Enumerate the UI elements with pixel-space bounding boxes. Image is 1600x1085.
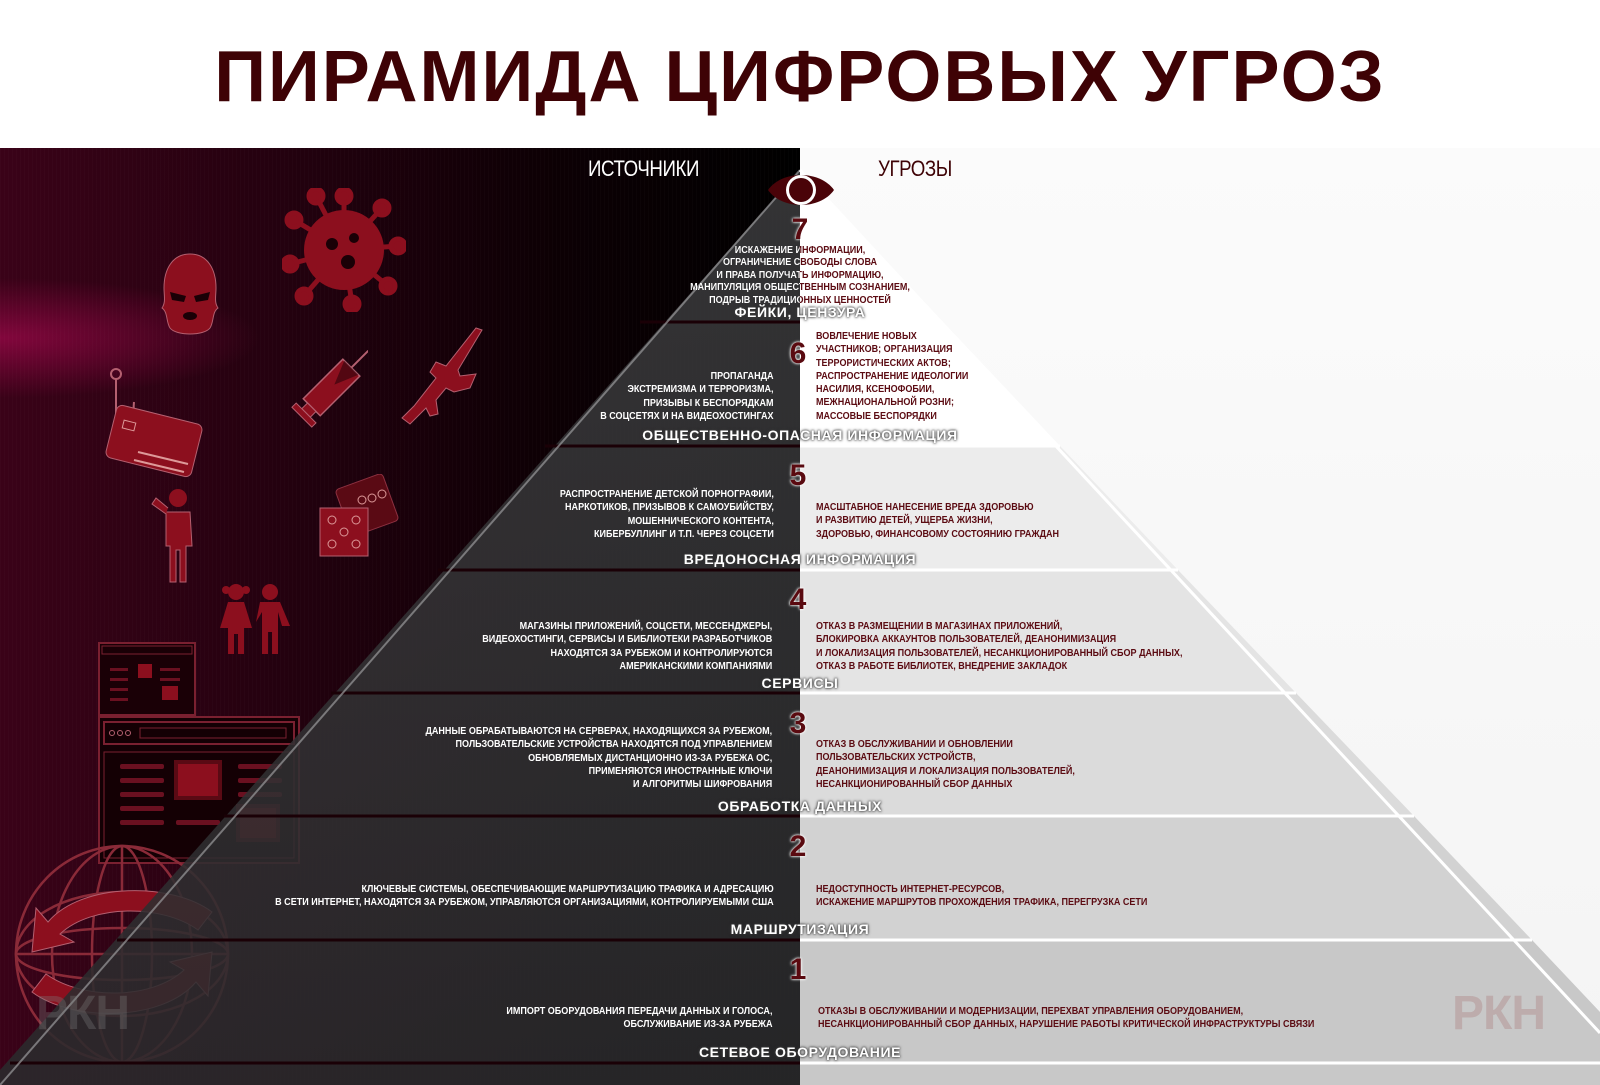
source-line: ВИДЕОХОСТИНГИ, СЕРВИСЫ И БИБЛИОТЕКИ РАЗР… (481, 633, 772, 646)
level-1-sources: ИМПОРТ ОБОРУДОВАНИЯ ПЕРЕДАЧИ ДАННЫХ И ГО… (506, 1005, 772, 1032)
rifle-icon (401, 327, 483, 425)
threat-line: ПОЛЬЗОВАТЕЛЬСКИХ УСТРОЙСТВ, (816, 751, 976, 764)
level-2-label: МАРШРУТИЗАЦИЯ (730, 921, 870, 937)
source-line: ПРОПАГАНДА (711, 370, 774, 382)
threat-line: ТЕРРОРИСТИЧЕСКИХ АКТОВ; (816, 356, 951, 369)
threat-line: ИСКАЖЕНИЕ МАРШРУТОВ ПРОХОЖДЕНИЯ ТРАФИКА,… (816, 896, 1148, 909)
source-line: В СЕТИ ИНТЕРНЕТ, НАХОДЯТСЯ ЗА РУБЕЖОМ, У… (275, 896, 774, 909)
level-6-threats: ВОВЛЕЧЕНИЕ НОВЫХ УЧАСТНИКОВ; ОРГАНИЗАЦИЯ… (816, 330, 968, 423)
threat-line: ОТКАЗ В РАБОТЕ БИБЛИОТЕК, ВНЕДРЕНИЕ ЗАКЛ… (816, 659, 1068, 672)
source-line: В СОЦСЕТЯХ И НА ВИДЕОХОСТИНГАХ (600, 409, 774, 422)
level-2-threats: НЕДОСТУПНОСТЬ ИНТЕРНЕТ-РЕСУРСОВ, ИСКАЖЕН… (816, 883, 1147, 910)
level-1-label: СЕТЕВОЕ ОБОРУДОВАНИЕ (698, 1044, 902, 1060)
source-line: МОШЕННИЧЕСКОГО КОНТЕНТА, (627, 514, 774, 527)
level-6-label: ОБЩЕСТВЕННО-ОПАСНАЯ ИНФОРМАЦИЯ (642, 427, 958, 443)
source-line: КЛЮЧЕВЫЕ СИСТЕМЫ, ОБЕСПЕЧИВАЮЩИЕ МАРШРУТ… (361, 883, 774, 895)
level-1-threats: ОТКАЗЫ В ОБСЛУЖИВАНИИ И МОДЕРНИЗАЦИИ, ПЕ… (818, 1005, 1314, 1032)
level-7-line: ПОДРЫВ ТРАДИЦИОННЫХ ЦЕННОСТЕЙ (662, 294, 937, 306)
level-4-label: СЕРВИСЫ (761, 675, 839, 691)
level-7-line: МАНИПУЛЯЦИЯ ОБЩЕСТВЕННЫМ СОЗНАНИЕМ, (662, 281, 937, 293)
threat-line: МАСШТАБНОЕ НАНЕСЕНИЕ ВРЕДА ЗДОРОВЬЮ (816, 501, 1034, 513)
threat-line: НАСИЛИЯ, КСЕНОФОБИИ, (816, 383, 935, 396)
threat-line: НЕДОСТУПНОСТЬ ИНТЕРНЕТ-РЕСУРСОВ, (816, 883, 1005, 895)
source-line: КИБЕРБУЛЛИНГ И Т.П. ЧЕРЕЗ СОЦСЕТИ (594, 527, 774, 540)
level-5-label: ВРЕДОНОСНАЯ ИНФОРМАЦИЯ (683, 551, 917, 567)
threat-line: И РАЗВИТИЮ ДЕТЕЙ, УЩЕРБА ЖИЗНИ, (816, 514, 993, 527)
level-1-number: 1 (789, 953, 807, 986)
level-3-label: ОБРАБОТКА ДАННЫХ (717, 798, 883, 814)
threat-line: МЕЖНАЦИОНАЛЬНОЙ РОЗНИ; (816, 396, 954, 409)
source-line: И АЛГОРИТМЫ ШИФРОВАНИЯ (632, 778, 772, 791)
browser-window-small-icon (98, 642, 196, 716)
level-7-text: ИСКАЖЕНИЕ ИНФОРМАЦИИ, ОГРАНИЧЕНИЕ СВОБОД… (640, 244, 960, 306)
level-3-threats: ОТКАЗ В ОБСЛУЖИВАНИИ И ОБНОВЛЕНИИ ПОЛЬЗО… (816, 738, 1075, 791)
level-7-line: И ПРАВА ПОЛУЧАТЬ ИНФОРМАЦИЮ, (662, 269, 937, 281)
level-4-number: 4 (789, 583, 807, 616)
source-line: ПОЛЬЗОВАТЕЛЬСКИЕ УСТРОЙСТВА НАХОДЯТСЯ ПО… (455, 738, 772, 751)
level-2-sources: КЛЮЧЕВЫЕ СИСТЕМЫ, ОБЕСПЕЧИВАЮЩИЕ МАРШРУТ… (275, 883, 774, 910)
source-line: НАХОДЯТСЯ ЗА РУБЕЖОМ И КОНТРОЛИРУЮТСЯ (550, 646, 772, 659)
source-line: ИМПОРТ ОБОРУДОВАНИЯ ПЕРЕДАЧИ ДАННЫХ И ГО… (505, 1005, 772, 1017)
pyramid (0, 168, 1600, 1085)
level-5-threats: МАСШТАБНОЕ НАНЕСЕНИЕ ВРЕДА ЗДОРОВЬЮ И РА… (816, 501, 1059, 541)
threat-line: УЧАСТНИКОВ; ОРГАНИЗАЦИЯ (816, 343, 953, 356)
source-line: ОБСЛУЖИВАНИЕ ИЗ-ЗА РУБЕЖА (623, 1018, 772, 1031)
level-7-line: ОГРАНИЧЕНИЕ СВОБОДЫ СЛОВА (662, 256, 937, 268)
eye-icon (768, 175, 834, 205)
watermark-left: РКН (36, 987, 130, 1040)
threat-line: НЕСАНКЦИОНИРОВАННЫЙ СБОР ДАННЫХ (816, 777, 1013, 790)
phishing-card-icon (105, 368, 203, 478)
threat-line: ОТКАЗ В РАЗМЕЩЕНИИ В МАГАЗИНАХ ПРИЛОЖЕНИ… (816, 620, 1063, 632)
threat-line: ВОВЛЕЧЕНИЕ НОВЫХ (816, 330, 917, 342)
source-line: ДАННЫЕ ОБРАБАТЫВАЮТСЯ НА СЕРВЕРАХ, НАХОД… (425, 725, 772, 737)
source-line: ПРИЗЫВЫ К БЕСПОРЯДКАМ (643, 396, 774, 409)
level-4-sources: МАГАЗИНЫ ПРИЛОЖЕНИЙ, СОЦСЕТИ, МЕССЕНДЖЕР… (482, 620, 772, 673)
level-5-sources: РАСПРОСТРАНЕНИЕ ДЕТСКОЙ ПОРНОГРАФИИ, НАР… (560, 488, 774, 541)
page-title: ПИРАМИДА ЦИФРОВЫХ УГРОЗ (214, 37, 1386, 117)
level-6-number: 6 (789, 337, 807, 370)
threat-line: ДЕАНОНИМИЗАЦИЯ И ЛОКАЛИЗАЦИЯ ПОЛЬЗОВАТЕЛ… (816, 764, 1075, 777)
level-7-label: ФЕЙКИ, ЦЕНЗУРА (734, 304, 866, 320)
person-icon (151, 489, 193, 583)
sources-column-header: ИСТОЧНИКИ (588, 156, 699, 181)
level-6-sources: ПРОПАГАНДА ЭКСТРЕМИЗМА И ТЕРРОРИЗМА, ПРИ… (601, 370, 774, 423)
level-5-number: 5 (789, 459, 807, 492)
source-line: АМЕРИКАНСКИМИ КОМПАНИЯМИ (619, 659, 772, 672)
source-line: ЭКСТРЕМИЗМА И ТЕРРОРИЗМА, (627, 383, 774, 396)
balaclava-icon (161, 253, 219, 335)
header: ПИРАМИДА ЦИФРОВЫХ УГРОЗ (0, 0, 1600, 148)
level-2-number: 2 (789, 830, 807, 863)
watermark-right: РКН (1452, 987, 1546, 1040)
level-7-line: ИСКАЖЕНИЕ ИНФОРМАЦИИ, (662, 244, 937, 256)
threat-line: НЕСАНКЦИОНИРОВАННЫЙ СБОР ДАННЫХ, НАРУШЕН… (818, 1018, 1315, 1031)
children-icon (220, 584, 290, 654)
virus-icon (282, 188, 406, 312)
threat-line: И ЛОКАЛИЗАЦИЯ ПОЛЬЗОВАТЕЛЕЙ, НЕСАНКЦИОНИ… (816, 646, 1183, 659)
pyramid-stage: ИСТОЧНИКИ УГРОЗЫ 7 ИСКАЖЕНИЕ ИНФОРМАЦИИ,… (0, 148, 1600, 1085)
dice-icon (319, 474, 399, 557)
threat-line: БЛОКИРОВКА АККАУНТОВ ПОЛЬЗОВАТЕЛЕЙ, ДЕАН… (816, 633, 1117, 646)
threats-column-header: УГРОЗЫ (878, 156, 952, 181)
source-line: НАРКОТИКОВ, ПРИЗЫВОВ К САМОУБИЙСТВУ, (565, 501, 774, 514)
level-7-number: 7 (791, 213, 809, 246)
level-3-sources: ДАННЫЕ ОБРАБАТЫВАЮТСЯ НА СЕРВЕРАХ, НАХОД… (425, 725, 772, 791)
source-line: ОБНОВЛЯЕМЫХ ДИСТАНЦИОННО ИЗ-ЗА РУБЕЖА ОС… (527, 751, 772, 764)
threat-line: МАССОВЫЕ БЕСПОРЯДКИ (816, 409, 937, 422)
level-3-number: 3 (789, 707, 807, 740)
threat-line: ОТКАЗЫ В ОБСЛУЖИВАНИИ И МОДЕРНИЗАЦИИ, ПЕ… (818, 1005, 1244, 1017)
source-line: МАГАЗИНЫ ПРИЛОЖЕНИЙ, СОЦСЕТИ, МЕССЕНДЖЕР… (519, 620, 772, 632)
syringe-icon (291, 349, 368, 428)
source-line: ПРИМЕНЯЮТСЯ ИНОСТРАННЫЕ КЛЮЧИ (588, 764, 772, 777)
source-line: РАСПРОСТРАНЕНИЕ ДЕТСКОЙ ПОРНОГРАФИИ, (559, 488, 774, 500)
threat-line: ОТКАЗ В ОБСЛУЖИВАНИИ И ОБНОВЛЕНИИ (816, 738, 1013, 750)
level-4-threats: ОТКАЗ В РАЗМЕЩЕНИИ В МАГАЗИНАХ ПРИЛОЖЕНИ… (816, 620, 1182, 673)
threat-line: ЗДОРОВЬЮ, ФИНАНСОВОМУ СОСТОЯНИЮ ГРАЖДАН (816, 527, 1060, 540)
threat-line: РАСПРОСТРАНЕНИЕ ИДЕОЛОГИИ (816, 369, 969, 382)
